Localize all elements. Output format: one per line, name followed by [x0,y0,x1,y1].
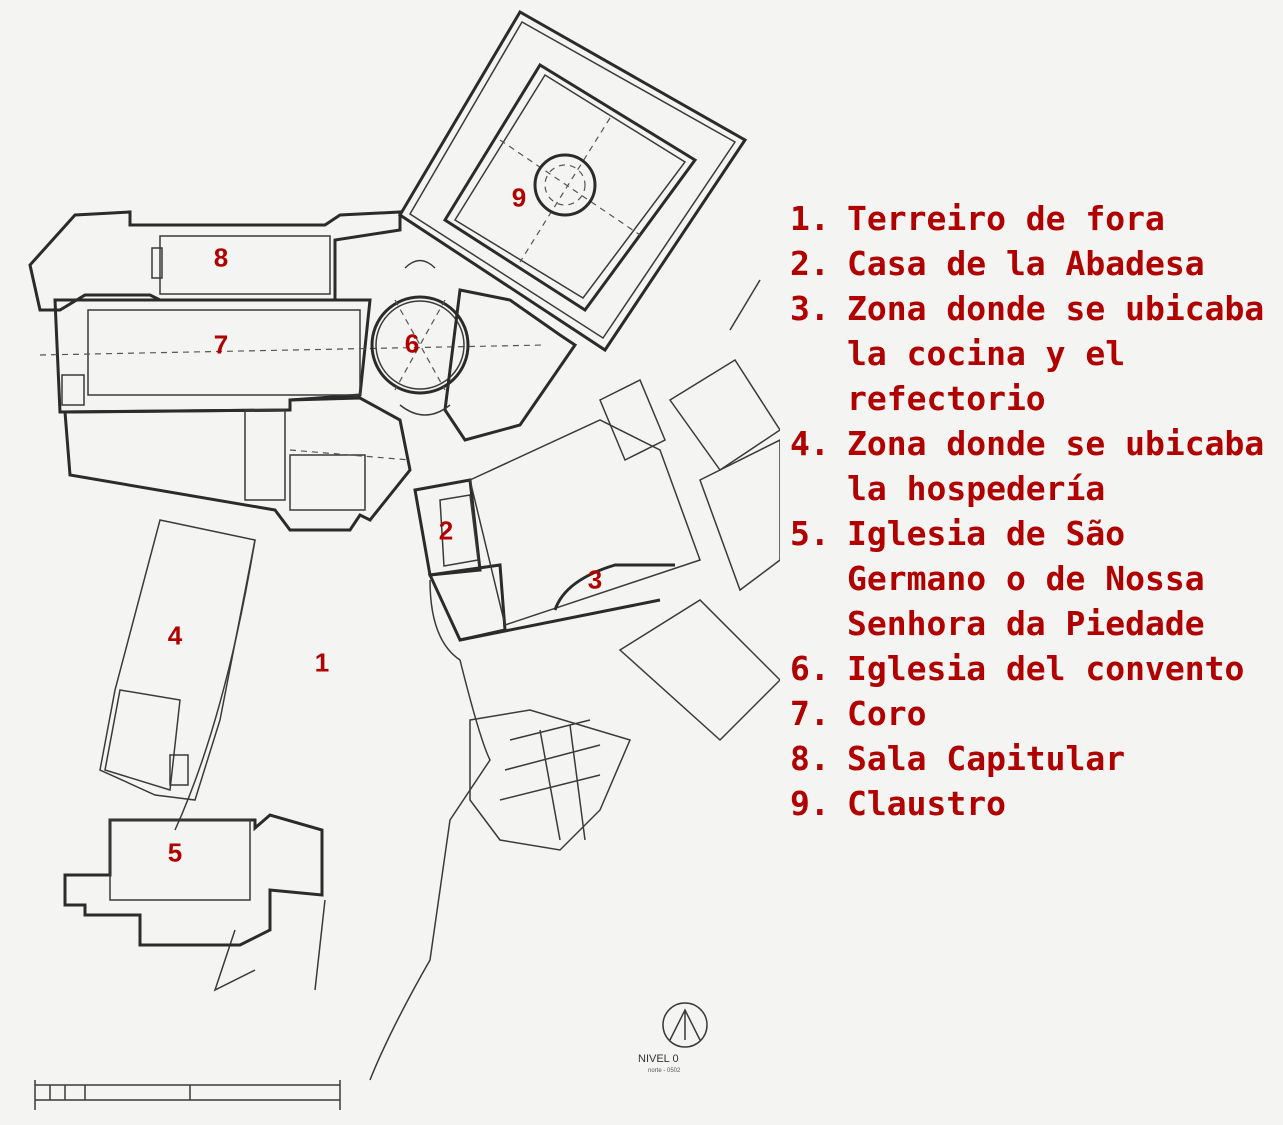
plan-label-4: 4 [167,620,183,651]
legend-item: 8. Sala Capitular [790,736,1267,781]
legend-text: Iglesia del convento [847,649,1245,688]
courtyard-outline [174,539,632,1081]
legend-index: 1. [790,199,830,238]
legend-text: Casa de la Abadesa [847,244,1205,283]
legend-item: 7. Coro [790,691,1267,736]
central-block [63,396,412,532]
level-label: NIVEL 0 [638,1053,679,1065]
legend-item: 4. Zona donde se ubicaba la hospedería [790,421,1267,511]
legend-item: 1. Terreiro de fora [790,196,1267,241]
sao-germano-outline [63,813,324,947]
legend-list: 1.Terreiro de fora 2.Casa de la Abadesa … [790,196,1267,826]
legend-text: Sala Capitular [847,739,1126,778]
scale-bar [34,1080,341,1110]
kitchen-zone-outline [459,279,780,742]
level-sublabel: norte - 0502 [648,1068,681,1074]
legend-index: 9. [790,784,830,823]
legend-item: 9. Claustro [790,781,1267,826]
plan-label-1: 1 [314,647,330,678]
legend-item: 6. Iglesia del convento [790,646,1267,691]
abbess-house-outline [413,478,507,642]
plan-label-7: 7 [213,329,229,360]
plan-label-6: 6 [404,328,420,359]
legend-item: 5. Iglesia de São Germano o de Nossa Senh… [790,511,1267,646]
legend-index: 2. [790,244,830,283]
legend-item: 3. Zona donde se ubicaba la cocina y el r… [790,286,1267,421]
floor-plan [28,9,780,1110]
choir-outline [39,298,546,414]
legend-text: Terreiro de fora [847,199,1165,238]
cloister-outline [397,9,748,353]
plan-label-9: 9 [511,182,527,213]
legend-index: 6. [790,649,830,688]
plan-label-2: 2 [438,515,454,546]
legend-index: 5. [790,514,830,553]
church-rotunda [370,259,578,442]
legend-text: Zona donde se ubicaba la cocina y el ref… [847,289,1265,418]
plan-label-3: 3 [587,564,603,595]
north-arrow-icon [662,1002,708,1048]
legend-text: Iglesia de São Germano o de Nossa Senhor… [847,514,1205,643]
legend-index: 8. [790,739,830,778]
legend-index: 4. [790,424,830,463]
legend-text: Claustro [847,784,1006,823]
plan-label-5: 5 [167,837,183,868]
hospederia-outline [99,519,256,801]
chapter-house-outline [28,210,402,312]
plan-label-8: 8 [213,242,229,273]
legend-index: 7. [790,694,830,733]
legend-text: Zona donde se ubicaba la hospedería [847,424,1265,508]
legend-item: 2. Casa de la Abadesa [790,241,1267,286]
legend-index: 3. [790,289,830,328]
legend-text: Coro [847,694,927,733]
